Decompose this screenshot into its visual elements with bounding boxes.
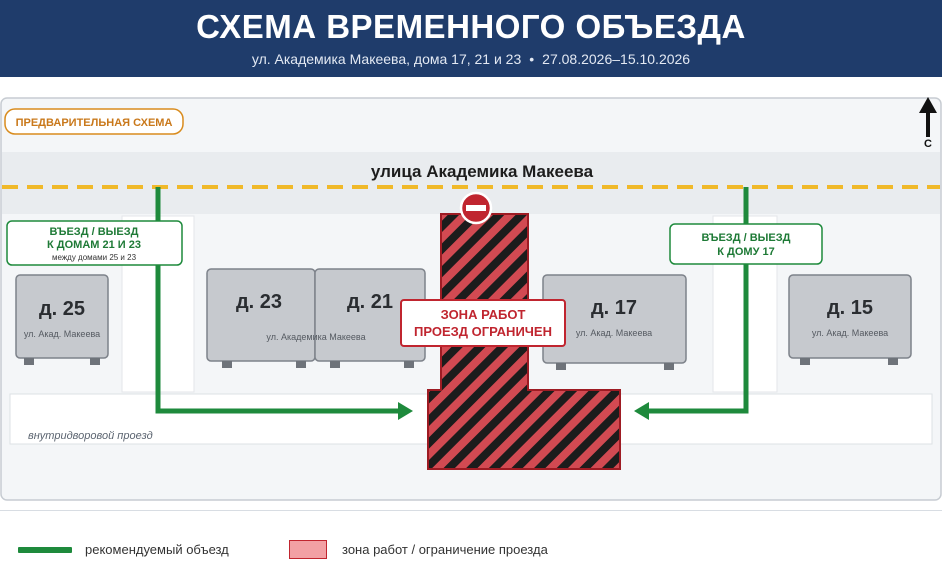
building-21: д. 21 ул. Академика Макеева — [266, 268, 426, 368]
entry-callout-right: ВЪЕЗД / ВЫЕЗД К ДОМУ 17 — [669, 223, 823, 265]
callout-left-line2: К ДОМАМ 21 И 23 — [47, 239, 141, 251]
work-zone-line1: ЗОНА РАБОТ — [441, 307, 526, 322]
preliminary-badge-label: ПРЕДВАРИТЕЛЬНАЯ СХЕМА — [16, 117, 173, 129]
work-zone-legend-swatch — [289, 540, 327, 559]
work-zone-callout: ЗОНА РАБОТ ПРОЕЗД ОГРАНИЧЕН — [400, 299, 566, 347]
street-name: улица Академика Макеева — [371, 162, 594, 181]
page-subtitle: ул. Академика Макеева, дома 17, 21 и 23 •… — [0, 51, 942, 67]
yard-road-label: внутридворовой проезд — [28, 430, 153, 442]
date-range: 27.08.2026–15.10.2026 — [542, 51, 691, 67]
building-street: ул. Академика Макеева — [266, 332, 365, 342]
header-banner: СХЕМА ВРЕМЕННОГО ОБЪЕЗДА ул. Академика М… — [0, 0, 942, 77]
legend: рекомендуемый объезд зона работ / ограни… — [0, 524, 942, 571]
no-entry-icon — [459, 191, 493, 225]
north-label: С — [924, 138, 932, 150]
detour-map: улица Академика Макеева внутридворовой п… — [0, 97, 942, 501]
address-text: ул. Академика Макеева, дома 17, 21 и 23 — [251, 51, 522, 67]
detour-legend-label: рекомендуемый объезд — [85, 542, 229, 557]
building-25: д. 25 ул. Акад. Макеева — [15, 274, 109, 365]
entry-callout-left: ВЪЕЗД / ВЫЕЗД К ДОМАМ 21 И 23 между дома… — [6, 220, 183, 266]
separator-dot: • — [529, 51, 535, 67]
preliminary-badge: ПРЕДВАРИТЕЛЬНАЯ СХЕМА — [4, 108, 184, 135]
page-title: СХЕМА ВРЕМЕННОГО ОБЪЕЗДА — [196, 8, 746, 45]
building-number: д. 17 — [591, 297, 637, 319]
building-number: д. 23 — [236, 291, 282, 313]
building-street: ул. Акад. Макеева — [812, 328, 888, 338]
building-number: д. 25 — [39, 298, 85, 320]
work-zone-line2: ПРОЕЗД ОГРАНИЧЕН — [414, 324, 552, 339]
callout-right-line1: ВЪЕЗД / ВЫЕЗД — [702, 232, 791, 244]
detour-legend-swatch — [18, 547, 72, 553]
work-zone-legend-label: зона работ / ограничение проезда — [342, 542, 548, 557]
legend-divider — [0, 510, 942, 511]
building-number: д. 15 — [827, 297, 873, 319]
map-area: улица Академика Макеева внутридворовой п… — [0, 97, 942, 501]
building-street: ул. Акад. Макеева — [24, 329, 100, 339]
north-arrow-icon: С — [919, 97, 937, 150]
callout-right-line2: К ДОМУ 17 — [717, 246, 774, 258]
building-15: д. 15 ул. Акад. Макеева — [788, 274, 912, 365]
callout-left-line1: ВЪЕЗД / ВЫЕЗД — [50, 226, 139, 238]
building-street: ул. Акад. Макеева — [576, 328, 652, 338]
building-number: д. 21 — [347, 291, 393, 313]
callout-left-note: между домами 25 и 23 — [52, 253, 137, 262]
building-23: д. 23 — [206, 268, 316, 368]
